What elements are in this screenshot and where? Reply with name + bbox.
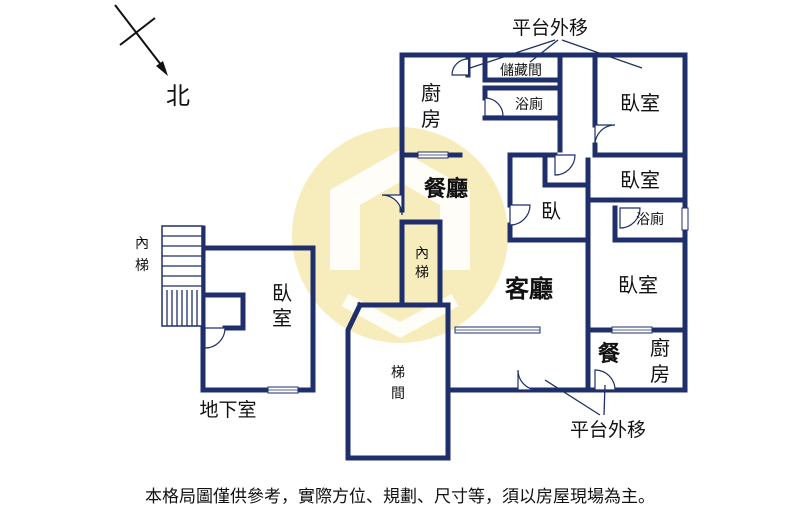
door <box>594 124 616 146</box>
room-label-basement-bedroom: 臥 <box>272 281 292 305</box>
door <box>619 207 641 229</box>
room-label-kitchen-top: 廚 <box>421 81 441 105</box>
window <box>267 386 299 394</box>
room-label-bath-right: 浴廁 <box>636 211 664 228</box>
room-label-basement-stair: 內 <box>135 236 149 252</box>
staircase-icon <box>161 225 203 327</box>
door <box>204 327 226 349</box>
room-label-stair-hall: 間 <box>391 386 405 402</box>
room-label-dining: 餐廳 <box>424 176 468 202</box>
annotation-platform-bottom: 平台外移 <box>570 419 646 441</box>
window <box>454 326 541 334</box>
room-label-bedroom: 臥室 <box>620 91 660 115</box>
room-label-stair-hall: 梯 <box>391 365 405 381</box>
annotation-platform-top: 平台外移 <box>512 17 588 39</box>
platform-pointer-top <box>469 39 643 69</box>
room-label-storage: 儲藏間 <box>500 63 542 79</box>
window <box>611 326 653 334</box>
annotation-basement: 地下室 <box>199 399 256 421</box>
door <box>509 204 531 226</box>
window <box>417 151 449 159</box>
room-label-basement-bedroom: 室 <box>272 306 292 330</box>
room-label-bedroom: 臥室 <box>620 168 660 192</box>
basement-walls <box>200 225 316 393</box>
room-label-kitchen-bottom: 房 <box>650 362 670 386</box>
window <box>681 207 689 231</box>
room-label-inner-stair: 內 <box>415 246 429 262</box>
room-label-living: 客廳 <box>505 275 553 303</box>
door <box>381 194 403 216</box>
door <box>451 58 469 76</box>
room-label-kitchen-bottom: 廚 <box>650 336 670 360</box>
compass-label: 北 <box>166 82 190 110</box>
door <box>554 154 576 176</box>
room-label-dining-small: 餐 <box>598 342 621 367</box>
north-arrow-icon <box>114 4 168 76</box>
room-label-bedroom: 臥室 <box>618 273 658 297</box>
disclaimer-text: 本格局圖僅供參考，實際方位、規劃、尺寸等，須以房屋現場為主。 <box>145 487 655 507</box>
door <box>594 369 616 391</box>
room-label-kitchen-top: 房 <box>421 107 441 131</box>
door <box>517 369 539 391</box>
door <box>484 97 504 117</box>
floor-plan: 北 <box>114 4 689 461</box>
platform-pointer-bottom <box>544 379 606 416</box>
room-label-bedroom-small: 臥 <box>541 199 561 223</box>
room-label-bath-top: 浴廁 <box>515 96 543 113</box>
room-label-basement-stair: 梯 <box>135 258 149 274</box>
room-label-inner-stair: 梯 <box>415 265 429 281</box>
